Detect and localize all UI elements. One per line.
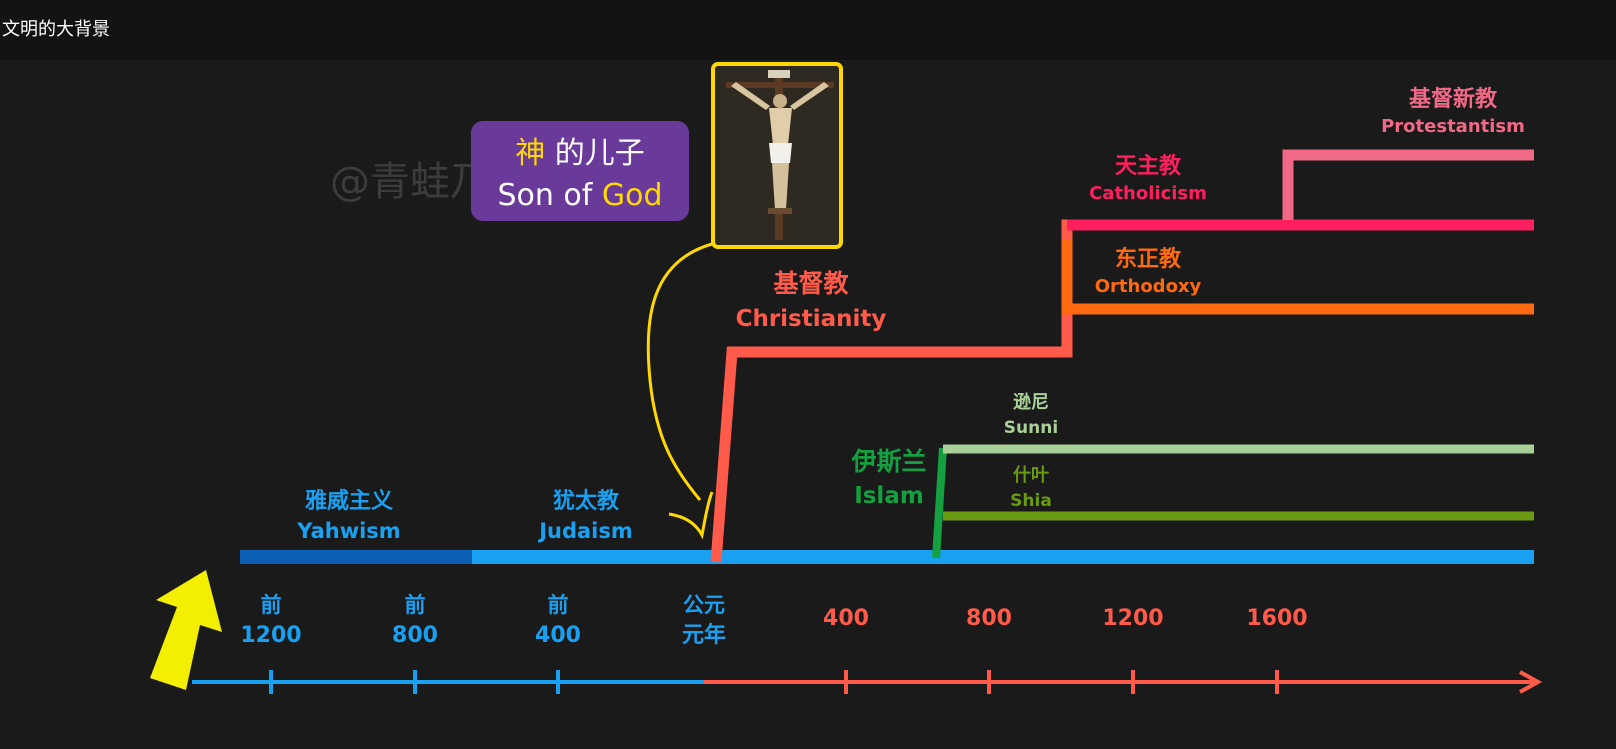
axis-tick-label: 1200 — [240, 623, 301, 648]
protestantism-label-en: Protestantism — [1381, 116, 1525, 137]
callout-highlight-shen: 神 — [515, 136, 545, 171]
axis-tick-label-top: 公元 — [683, 593, 725, 617]
judaism-band — [472, 550, 1534, 564]
axis-tick-label: 800 — [392, 623, 438, 648]
islam-line — [932, 447, 947, 559]
sunni-label-zh: 逊尼 — [1013, 392, 1049, 413]
axis-tick-label: 1600 — [1246, 606, 1307, 631]
orthodoxy-label-en: Orthodoxy — [1095, 276, 1202, 297]
callout-highlight-god: God — [602, 178, 663, 213]
protestantism-label-zh: 基督新教 — [1409, 86, 1498, 112]
sunni-label-en: Sunni — [1004, 418, 1058, 438]
axis-tick-label: 400 — [823, 606, 869, 631]
yellow-pointer-arrow-icon — [150, 570, 222, 690]
protestantism-line — [1282, 149, 1534, 220]
crucifix-image — [711, 62, 843, 249]
islam-label-en: Islam — [854, 483, 924, 509]
son-of-god-callout — [471, 121, 689, 221]
yahwism-band — [240, 550, 472, 564]
catholicism-label-en: Catholicism — [1089, 183, 1207, 204]
callout-line2-rest: Son of — [497, 178, 601, 213]
axis-tick-label-top: 前 — [261, 593, 282, 617]
axis-tick-label: 元年 — [682, 622, 726, 648]
callout-line1: 神 的儿子 — [515, 136, 645, 171]
judaism-label-en: Judaism — [537, 519, 633, 543]
axis-tick-label: 1200 — [1102, 606, 1163, 631]
yahwism-label-zh: 雅威主义 — [305, 488, 393, 514]
yahwism-label-en: Yahwism — [296, 519, 400, 543]
axis-tick-label: 400 — [535, 623, 581, 648]
shia-label-en: Shia — [1010, 491, 1052, 511]
callout-line1-rest: 的儿子 — [545, 136, 645, 171]
christianity-label-en: Christianity — [736, 306, 887, 332]
catholicism-label-zh: 天主教 — [1115, 153, 1182, 179]
shia-label-zh: 什叶 — [1013, 464, 1049, 486]
watermark: @青蛙乃 — [330, 159, 490, 205]
curved-arrow-head-icon — [668, 491, 714, 540]
orthodoxy-label-zh: 东正教 — [1115, 246, 1182, 272]
axis-tick-label: 800 — [966, 606, 1012, 631]
axis-tick-label-top: 前 — [548, 593, 569, 617]
islam-label-zh: 伊斯兰 — [850, 447, 926, 476]
page-title: 文明的大背景 — [0, 0, 1616, 60]
axis-tick-label-top: 前 — [405, 593, 426, 617]
curved-arrow-icon — [646, 242, 713, 501]
callout-line2: Son of God — [497, 178, 662, 213]
judaism-label-zh: 犹太教 — [553, 488, 620, 514]
christianity-label-zh: 基督教 — [773, 269, 849, 298]
axis-arrowhead-icon — [1519, 670, 1543, 694]
orthodoxy-line — [1061, 240, 1534, 315]
